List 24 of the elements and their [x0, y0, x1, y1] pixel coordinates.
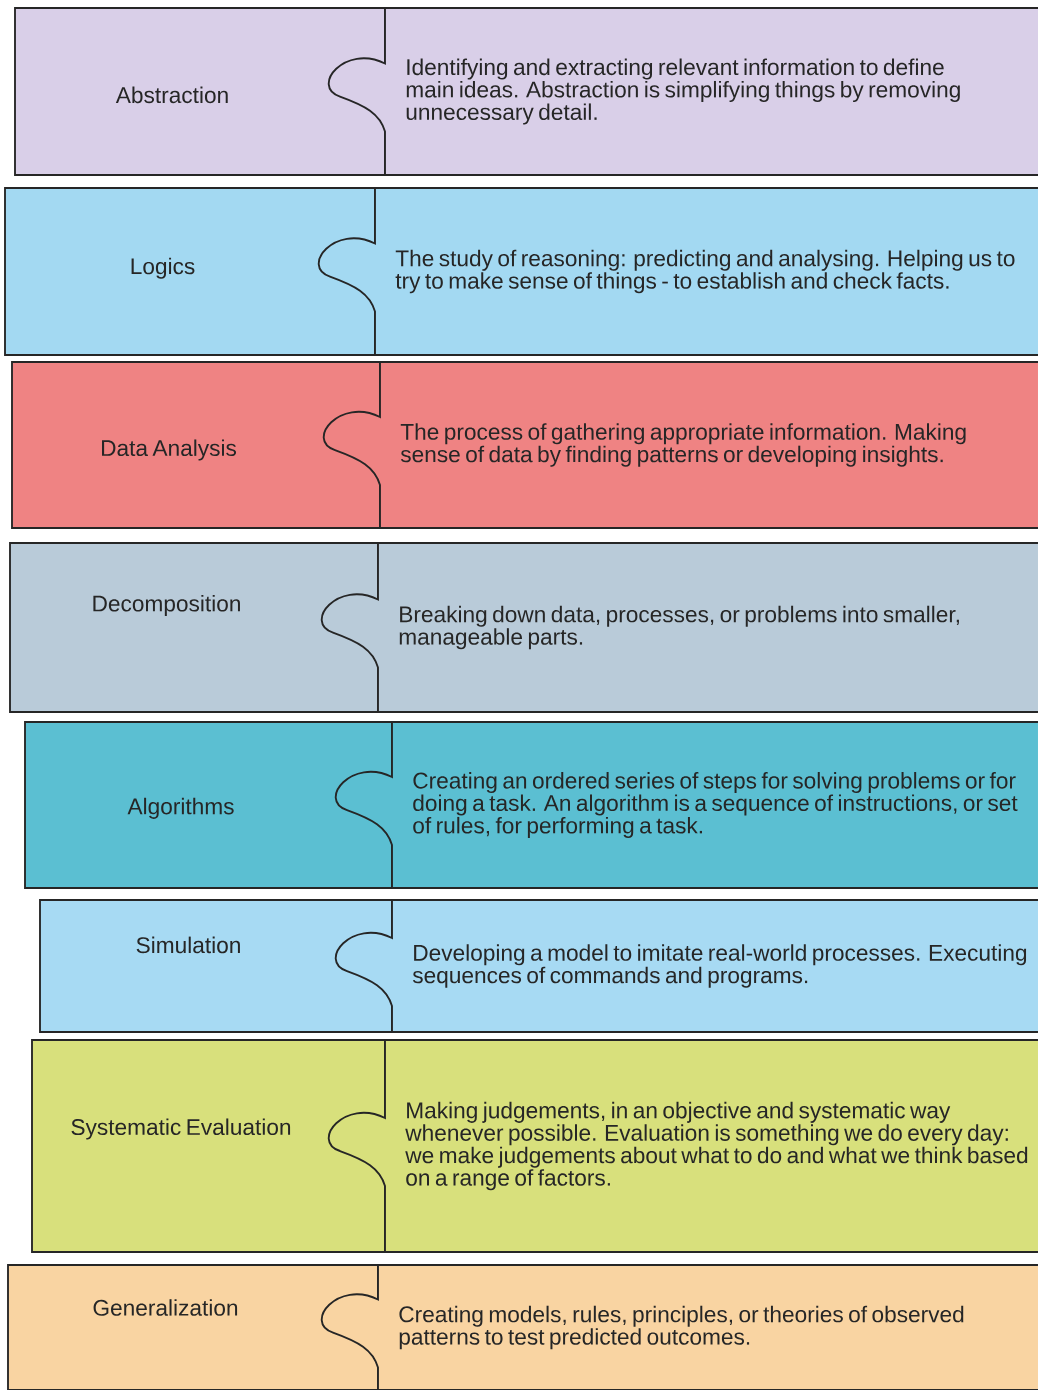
puzzle-piece: Creating models, rules, principles, or theories of observed patterns to test predicted outcomes. [320, 1264, 1038, 1390]
puzzle-piece: Breaking down data, processes, or problems into smaller, manageable parts. [320, 542, 1038, 713]
puzzle-piece: Abstraction [14, 7, 386, 176]
puzzle-piece: Logics [4, 187, 376, 356]
puzzle-piece: Decomposition [9, 542, 379, 713]
node-label: The process of gathering appropriate information. Making sense of data by finding patterns or developing insights. [400, 423, 966, 467]
node-label: Generalization [93, 1299, 238, 1316]
node-label: The study of reasoning: predicting and analysing. Helping us to try to make sense of things - to establish and check facts. [395, 249, 1015, 294]
puzzle-piece: Simulation [39, 899, 393, 1033]
puzzle-piece: The process of gathering appropriate information. Making sense of data by finding patterns or developing insights. [322, 361, 1038, 529]
node-label: Creating an ordered series of steps for solving problems or for doing a task. An algorithm is a sequence of instructions, or set of rules, for performing a task. [413, 772, 1018, 839]
puzzle-piece: Identifying and extracting relevant information to define main ideas. Abstraction is simplifying things by removing unnecessary detail. [327, 7, 1038, 176]
node-label: Identifying and extracting relevant information to define main ideas. Abstraction is simplifying things by removing unnecessary detail. [406, 58, 960, 125]
puzzle-piece: Generalization [7, 1264, 379, 1390]
puzzle-piece: Systematic Evaluation [31, 1039, 386, 1253]
puzzle-piece: Algorithms [24, 721, 393, 889]
node-label: Developing a model to imitate real-world processes. Executing sequences of commands and programs. [412, 944, 1027, 988]
node-label: Breaking down data, processes, or problems into smaller, manageable parts. [399, 605, 959, 650]
puzzle-piece: The study of reasoning: predicting and analysing. Helping us to try to make sense of things - to establish and check facts. [317, 187, 1038, 356]
node-label: Making judgements, in an objective and systematic way whenever possible. Evaluation is something we do every day: we make judgements about what to do and what we think based on a range of factors. [405, 1101, 1028, 1191]
puzzle-piece: Creating an ordered series of steps for solving problems or for doing a task. An algorithm is a sequence of instructions, or set of rules, for performing a task. [334, 721, 1038, 889]
node-label: Creating models, rules, principles, or theories of observed patterns to test predicted outcomes. [399, 1305, 964, 1350]
puzzle-piece: Developing a model to imitate real-world processes. Executing sequences of commands and programs. [334, 899, 1038, 1033]
puzzle-piece: Data Analysis [11, 361, 381, 529]
